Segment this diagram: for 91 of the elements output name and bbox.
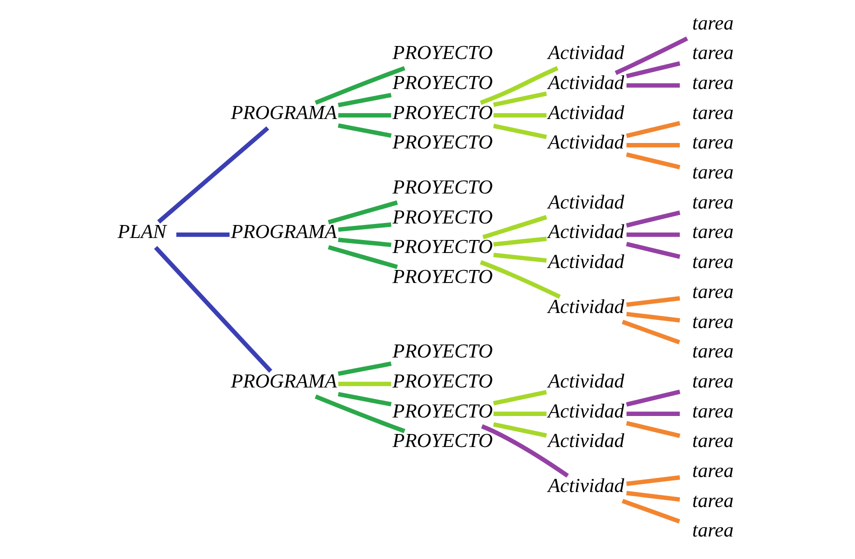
connector — [492, 390, 546, 406]
connector — [338, 113, 391, 118]
node-text: tarea — [692, 102, 734, 124]
node-text: PROGRAMA — [230, 102, 336, 124]
connector — [327, 245, 398, 270]
connector — [626, 475, 680, 486]
node-text: PROYECTO — [392, 266, 492, 288]
connector — [337, 123, 392, 138]
connector — [625, 390, 680, 407]
connector — [626, 296, 680, 307]
connector — [626, 143, 680, 148]
connector — [621, 498, 680, 524]
connector — [479, 260, 560, 299]
connector — [625, 152, 680, 170]
node-text: PROYECTO — [392, 400, 492, 422]
node-text: tarea — [692, 460, 734, 482]
node-text: Actividad — [548, 474, 624, 497]
connector — [492, 236, 546, 247]
connector — [625, 242, 680, 259]
connector — [492, 422, 546, 438]
connector — [492, 92, 546, 107]
node-text: tarea — [692, 251, 734, 274]
connector — [337, 362, 392, 376]
node-text: Actividad — [548, 370, 624, 392]
node-text: Actividad — [548, 251, 624, 274]
node-text: Actividad — [548, 72, 624, 94]
connector — [176, 232, 230, 237]
connector — [626, 490, 680, 502]
connector — [626, 232, 680, 237]
node-text: tarea — [692, 310, 734, 333]
connector — [154, 246, 272, 373]
connector — [482, 215, 547, 240]
node-text: Actividad — [548, 400, 624, 422]
node-text: Actividad — [548, 102, 624, 124]
connector — [314, 66, 405, 105]
connector — [625, 420, 680, 438]
connector — [625, 120, 680, 138]
node-text: PROYECTO — [392, 206, 492, 228]
connector — [338, 238, 391, 248]
node-text: tarea — [692, 490, 734, 512]
node-text: tarea — [692, 400, 734, 422]
connector — [479, 66, 558, 105]
node-text: PROYECTO — [392, 340, 492, 363]
node-text: tarea — [692, 12, 734, 34]
node-text: PROYECTO — [392, 102, 492, 124]
node-text: PROYECTO — [392, 176, 492, 198]
node-text: PROYECTO — [392, 236, 492, 258]
node-text: Actividad — [548, 296, 624, 318]
node-text: tarea — [692, 191, 734, 214]
node-text: tarea — [692, 42, 734, 64]
connector — [156, 126, 269, 224]
connector — [493, 412, 546, 416]
connector — [480, 424, 568, 478]
connector — [626, 83, 680, 88]
connector — [625, 210, 680, 228]
node-text: Actividad — [548, 221, 624, 244]
node-text: PLAN — [117, 221, 166, 244]
connector — [614, 36, 688, 76]
node-text: PROGRAMA — [230, 370, 336, 392]
node-text: tarea — [692, 280, 734, 303]
node-text: PROYECTO — [392, 42, 492, 64]
node-text: Actividad — [548, 430, 624, 452]
connector — [338, 222, 391, 232]
node-text: tarea — [692, 72, 734, 94]
connector — [621, 320, 680, 344]
node-text: PROYECTO — [392, 370, 492, 392]
node-text: PROGRAMA — [230, 221, 336, 244]
connector — [626, 312, 680, 323]
connector — [327, 200, 398, 224]
connector — [337, 92, 392, 108]
node-text: tarea — [692, 340, 734, 363]
connector — [492, 252, 546, 263]
node-text: tarea — [692, 430, 734, 452]
node-text: tarea — [692, 132, 734, 154]
connector — [626, 412, 680, 416]
connector — [625, 61, 680, 78]
node-text: tarea — [692, 221, 734, 244]
node-text: tarea — [692, 520, 734, 542]
connector — [492, 124, 546, 140]
connector — [493, 113, 546, 118]
node-text: Actividad — [548, 42, 624, 64]
connector — [337, 392, 392, 406]
node-text: PROYECTO — [392, 430, 492, 452]
node-text: tarea — [692, 162, 734, 184]
node-text: PROYECTO — [392, 72, 492, 94]
node-text: Actividad — [548, 191, 624, 214]
connector — [314, 394, 405, 434]
node-text: tarea — [692, 370, 734, 392]
node-text: PROYECTO — [392, 132, 492, 154]
connector — [338, 382, 391, 386]
node-text: Actividad — [548, 132, 624, 154]
